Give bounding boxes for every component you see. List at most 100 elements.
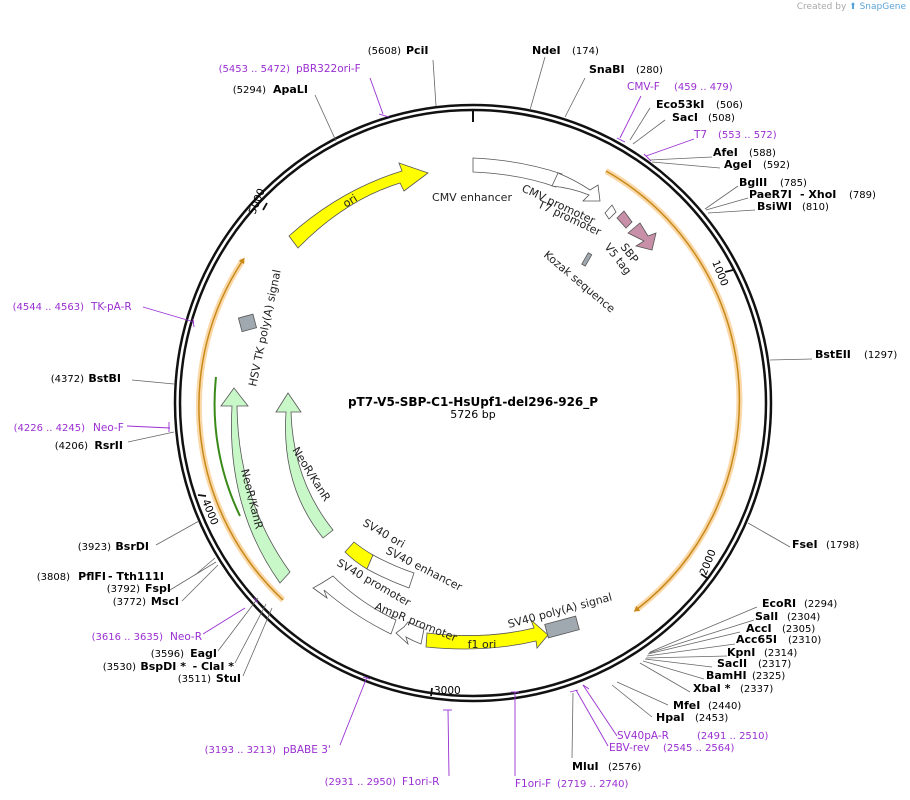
- primer-name: Neo-F: [93, 422, 124, 434]
- site-msci[interactable]: MscI(3772): [113, 595, 179, 608]
- site-position: (5294): [233, 85, 266, 96]
- site-position: (1297): [864, 350, 897, 361]
- site-name: PflFI: [78, 570, 106, 583]
- site-tth111i[interactable]: - Tth111I: [108, 570, 164, 583]
- tick-label-3000: 3000: [434, 685, 461, 697]
- site-ecori[interactable]: EcoRI(2294): [762, 597, 837, 610]
- tick-label-5000: 5000: [247, 187, 268, 216]
- site-name: PaeR7I: [749, 188, 792, 201]
- primer-sv40pa-r[interactable]: SV40pA-R(2491 .. 2510): [617, 730, 769, 742]
- site-bstbi[interactable]: BstBI(4372): [51, 372, 121, 385]
- site-mfei[interactable]: MfeI(2440): [673, 699, 741, 712]
- site-afei[interactable]: AfeI(588): [713, 146, 776, 159]
- site-apali[interactable]: ApaLI (5294): [233, 83, 308, 96]
- feature-sv40-promoter: [312, 575, 397, 635]
- site-bspdi[interactable]: BspDI *(3530): [103, 660, 186, 673]
- site-xhoi[interactable]: - XhoI (789): [800, 188, 876, 201]
- site-position: (3792): [107, 584, 140, 595]
- primer-ebv-rev[interactable]: EBV-rev(2545 .. 2564): [609, 742, 735, 754]
- site-kpni[interactable]: KpnI(2314): [727, 646, 797, 659]
- site-bsiwi[interactable]: BsiWI(810): [757, 200, 829, 213]
- feature-label-f1-ori: f1 ori: [468, 638, 497, 651]
- primer-name: T7: [693, 129, 707, 141]
- site-position: (4206): [55, 441, 88, 452]
- primer-cmv-f[interactable]: CMV-F(459 .. 479): [627, 81, 733, 93]
- backbone-inner: [178, 108, 768, 698]
- site-paer7i[interactable]: PaeR7I: [749, 188, 792, 201]
- site-name: - XhoI: [800, 188, 836, 201]
- site-position: (785): [780, 178, 807, 189]
- site-name: SalI: [755, 610, 778, 623]
- site-name: Acc65I: [736, 633, 777, 646]
- site-acci[interactable]: AccI (2305): [746, 622, 815, 635]
- primer-f1ori-f[interactable]: F1ori-F (2719 .. 2740): [515, 778, 629, 790]
- site-fspi[interactable]: FspI (3792): [107, 582, 171, 595]
- site-bamhi[interactable]: BamHI(2325): [706, 669, 785, 682]
- primer-name: F1ori-F: [515, 778, 551, 790]
- site-name: BamHI: [706, 669, 747, 682]
- primer-position: (459 .. 479): [674, 82, 733, 93]
- primer-neo-f[interactable]: Neo-F (4226 .. 4245): [14, 422, 124, 434]
- site-acc65i[interactable]: Acc65I(2310): [736, 633, 821, 646]
- site-pcii[interactable]: PciI(5608): [368, 44, 429, 57]
- site-stui[interactable]: StuI(3511): [178, 672, 241, 685]
- site-name: EcoRI: [762, 597, 796, 610]
- primer-position: (2491 .. 2510): [697, 731, 769, 742]
- site-clai[interactable]: - ClaI *: [193, 660, 235, 673]
- site-eagi[interactable]: EagI(3596): [151, 647, 217, 660]
- primer-neo-r[interactable]: Neo-R(3616 .. 3635): [92, 631, 202, 643]
- site-name: AccI: [746, 622, 772, 635]
- site-fsei[interactable]: FseI(1798): [792, 538, 859, 551]
- site-name: - ClaI *: [193, 660, 235, 673]
- site-position: (789): [849, 190, 876, 201]
- site-position: (5608): [368, 46, 401, 57]
- site-agei[interactable]: AgeI(592): [724, 158, 790, 171]
- site-pflfi[interactable]: PflFI(3808): [37, 570, 106, 583]
- site-name: StuI: [216, 672, 241, 685]
- site-sacii[interactable]: SacII(2317): [717, 657, 791, 670]
- site-xbai[interactable]: XbaI *(2337): [693, 682, 773, 695]
- feature-sv40-enhancer: [366, 554, 415, 589]
- primer-t7[interactable]: T7(553 .. 572): [693, 129, 777, 141]
- primer-pbr322ori-f[interactable]: pBR322ori-F (5453 .. 5472): [219, 63, 361, 75]
- primer-position: (4226 .. 4245): [14, 423, 86, 434]
- site-position: (280): [636, 65, 663, 76]
- primer-tk-pa-r[interactable]: TK-pA-R(4544 .. 4563): [13, 301, 132, 313]
- feature-label-sv40-ori: SV40 ori: [361, 516, 408, 550]
- site-ndei[interactable]: NdeI(174): [532, 44, 599, 57]
- feature-cmv-enhancer: [472, 157, 563, 188]
- feature-sv40-polya: [544, 615, 580, 639]
- site-position: (2440): [708, 701, 741, 712]
- feature-v5-tag: [627, 222, 657, 251]
- site-name: ApaLI: [273, 83, 308, 96]
- primer-name: pBR322ori-F: [296, 63, 361, 75]
- site-saci[interactable]: SacI(508): [672, 111, 735, 124]
- site-bsrdi[interactable]: BsrDI(3923): [78, 540, 149, 553]
- primer-position: (2719 .. 2740): [557, 779, 629, 790]
- site-bsteii[interactable]: BstEII (1297): [815, 348, 897, 361]
- site-position: (810): [802, 202, 829, 213]
- primer-f1ori-r[interactable]: F1ori-R(2931 .. 2950): [325, 776, 440, 788]
- feature-label-kozak-sequence: Kozak sequence: [541, 248, 618, 315]
- feature-ampr-promoter: [395, 621, 425, 646]
- site-name: HpaI: [656, 711, 685, 724]
- site-name: FspI: [145, 582, 171, 595]
- site-position: (2305): [782, 624, 815, 635]
- site-position: (2317): [758, 659, 791, 670]
- site-rsrii[interactable]: RsrII (4206): [55, 439, 123, 452]
- feature-sbp: [616, 210, 633, 229]
- site-name: BstEII: [815, 348, 851, 361]
- credit-brand: SnapGene: [859, 2, 906, 12]
- feature-label-cmv-enhancer: CMV enhancer: [432, 191, 512, 204]
- primer-pbabe-3[interactable]: pBABE 3'(3193 .. 3213): [205, 744, 331, 756]
- site-position: (3530): [103, 662, 136, 673]
- site-snabi[interactable]: SnaBI(280): [589, 63, 663, 76]
- site-bglii[interactable]: BglII(785): [739, 176, 807, 189]
- site-eco53ki[interactable]: Eco53kI(506): [656, 98, 743, 111]
- site-name: RsrII: [94, 439, 123, 452]
- primer-position: (5453 .. 5472): [219, 64, 291, 75]
- site-sali[interactable]: SalI(2304): [755, 610, 820, 623]
- site-hpai[interactable]: HpaI(2453): [656, 711, 728, 724]
- feature-neor-outer: [220, 387, 291, 584]
- site-mlui[interactable]: MluI(2576): [572, 760, 641, 773]
